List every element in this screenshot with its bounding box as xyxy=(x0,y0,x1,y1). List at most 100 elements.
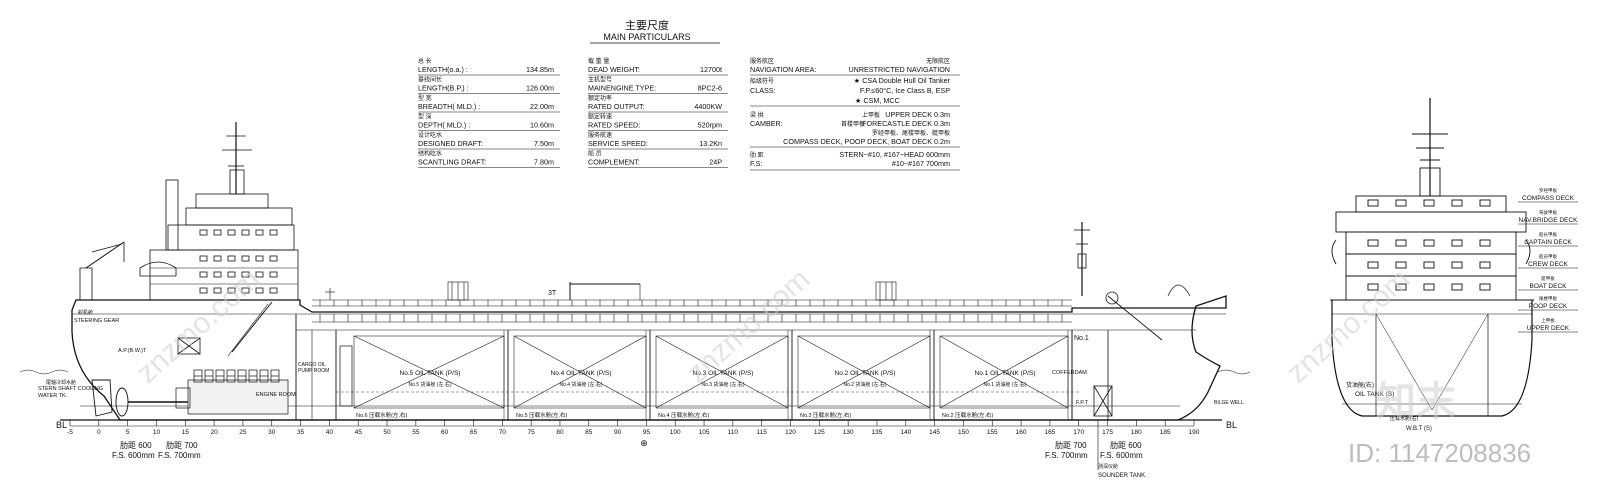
particular-label-cn: 额定功率 xyxy=(588,94,612,102)
frame-label: F.S: xyxy=(750,159,762,168)
particular-label-cn: 主机型号 xyxy=(588,76,612,84)
camber-line-2: FORECASTLE DECK 0.3m xyxy=(862,119,950,128)
crane-3t-label: 3T xyxy=(548,290,557,297)
frame-number: 160 xyxy=(1016,429,1027,436)
deck-label-cn: 船员甲板 xyxy=(1539,253,1557,260)
steering-label-cn: 舵机舱 xyxy=(78,309,93,316)
steering-label: STEERING GEAR xyxy=(74,318,119,324)
tank-label-cn: No.2 货油舱 (左.右) xyxy=(843,381,886,388)
camber-line-4: COMPASS DECK, POOP DECK, BOAT DECK 0.2m xyxy=(783,137,950,146)
particular-value: 10.60m xyxy=(530,121,554,130)
particular-label-cn: 型 宽 xyxy=(418,94,432,102)
no1-label: No.1 xyxy=(1074,335,1089,342)
frame-number: 50 xyxy=(383,429,391,436)
frame-number: 85 xyxy=(585,429,593,436)
spacing-left-2: F.S. 700mm xyxy=(158,451,201,460)
ballast-label: No.2 压载水舱(左.右) xyxy=(942,411,994,419)
frame-number: 75 xyxy=(528,429,536,436)
frame-number: 170 xyxy=(1073,429,1084,436)
sounder-label: SOUNDER TANK xyxy=(1098,473,1145,479)
tank-label: No.3 OIL TANK (P/S) xyxy=(693,370,754,377)
frame-number: 90 xyxy=(614,429,622,436)
deck-label-cn: 上甲板 xyxy=(1541,317,1555,324)
frame-number: 155 xyxy=(987,429,998,436)
frame-number: 135 xyxy=(872,429,883,436)
tank-label: No.5 OIL TANK (P/S) xyxy=(400,370,461,377)
engine-room-label: ENGINE ROOM xyxy=(256,392,296,398)
frame-number: 35 xyxy=(297,429,305,436)
tank-labels: No.5 OIL TANK (P/S)No.5 货油舱 (左.右)No.6 压载… xyxy=(356,370,1035,419)
frame-number: 150 xyxy=(958,429,969,436)
class-label-cn: 船级符号 xyxy=(750,77,774,85)
tank-label-cn: No.1 货油舱 (左.右) xyxy=(983,381,1026,388)
deck-label: CAPTAIN DECK xyxy=(1524,239,1572,246)
profile-labels: 舵机舱 STEERING GEAR A.P.(B.W.)T 尾轴冷却水舱 STE… xyxy=(38,290,1244,406)
spacing-left-1-cn: 肋距 600 xyxy=(120,440,152,450)
tank-label-cn: No.3 货油舱 (左.右) xyxy=(701,381,744,388)
spacing-right-2: F.S. 600mm xyxy=(1100,451,1143,460)
particular-label-cn: 型 深 xyxy=(418,113,432,121)
section-oil-tank-cn: 货油舱(右) xyxy=(1346,381,1374,389)
frame-number: 80 xyxy=(556,429,564,436)
class-line-1: ★ CSA Double Hull Oil Tanker xyxy=(854,76,951,85)
cargo-tank-grid xyxy=(353,330,1073,420)
spacing-right-2-cn: 肋距 600 xyxy=(1110,440,1142,450)
particular-value: 4400KW xyxy=(694,102,722,111)
forecastle xyxy=(1071,222,1191,420)
ship-end-section xyxy=(1330,98,1534,417)
particular-value: 13.2Kn xyxy=(699,139,722,148)
stern-shaft-label-cn: 尾轴冷却水舱 xyxy=(46,379,76,386)
particular-value: 22.00m xyxy=(530,102,554,111)
spacing-left-2-cn: 肋距 700 xyxy=(166,440,198,450)
particular-value: 12700t xyxy=(700,65,722,74)
navigation-value-cn: 无限航区 xyxy=(926,57,950,65)
particular-label-cn: 服务航速 xyxy=(588,131,612,139)
frame-number: 45 xyxy=(355,429,363,436)
particular-value: 520rpm xyxy=(698,121,722,130)
particular-label: LENGTH(B.P.) : xyxy=(418,84,469,93)
frame-number: 140 xyxy=(900,429,911,436)
title-cn: 主要尺度 xyxy=(625,18,669,32)
ballast-label: No.5 压载水舱(左.右) xyxy=(516,411,568,419)
frame-number: 105 xyxy=(699,429,710,436)
frame-number: 180 xyxy=(1131,429,1142,436)
tank-label: No.4 OIL TANK (P/S) xyxy=(551,370,612,377)
deck-label: COMPASS DECK xyxy=(1522,195,1575,202)
bl-right: BL xyxy=(1226,420,1237,430)
navigation-label: NAVIGATION AREA: xyxy=(750,65,816,74)
spacing-right-1: F.S. 700mm xyxy=(1045,451,1088,460)
class-line-3: ★ CSM, MCC xyxy=(855,96,900,105)
particular-label: DESIGNED DRAFT: xyxy=(418,139,483,148)
propeller xyxy=(115,387,129,417)
deck-label-cn: 艇甲板 xyxy=(1541,275,1555,282)
frame-number: 55 xyxy=(412,429,420,436)
frame-line-1: STERN~#10, #167~HEAD 600mm xyxy=(839,150,950,159)
particular-label: BREADTH( MLD.) : xyxy=(418,102,480,111)
particular-value: 24P xyxy=(709,158,722,167)
bilge-well-label: BILGE WELL xyxy=(1214,400,1244,406)
frame-number: 165 xyxy=(1044,429,1055,436)
fpt-label: F.P.T xyxy=(1076,400,1089,406)
particular-label-cn: 载 重 量 xyxy=(588,57,609,65)
particulars-col3: 服务航区 无限航区 NAVIGATION AREA: UNRESTRICTED … xyxy=(750,57,960,171)
camber-label: CAMBER: xyxy=(750,119,783,128)
deck-label: CREW DECK xyxy=(1528,261,1568,268)
deck-label: UPPER DECK xyxy=(1527,325,1570,332)
frame-number: 10 xyxy=(153,429,161,436)
frame-number: 190 xyxy=(1189,429,1200,436)
frame-number: 115 xyxy=(757,429,768,436)
frame-number: 15 xyxy=(182,429,190,436)
particular-label-cn: 总 长 xyxy=(418,57,432,65)
frame-spacing-right: 肋距 700 F.S. 700mm 肋距 600 F.S. 600mm 测深仪舱… xyxy=(1045,420,1145,479)
camber-line-2-cn: 首楼甲板 xyxy=(841,120,865,128)
frame-number: 0 xyxy=(97,429,101,436)
particular-value: 7.50m xyxy=(534,139,554,148)
tank-label-cn: No.5 货油舱 (左.右) xyxy=(408,381,451,388)
aft-superstructure xyxy=(79,122,299,357)
frame-number: -5 xyxy=(67,429,73,436)
navigation-label-cn: 服务航区 xyxy=(750,57,774,65)
ship-side-profile xyxy=(19,122,1251,421)
particular-label-cn: 垂线间长 xyxy=(418,76,442,84)
